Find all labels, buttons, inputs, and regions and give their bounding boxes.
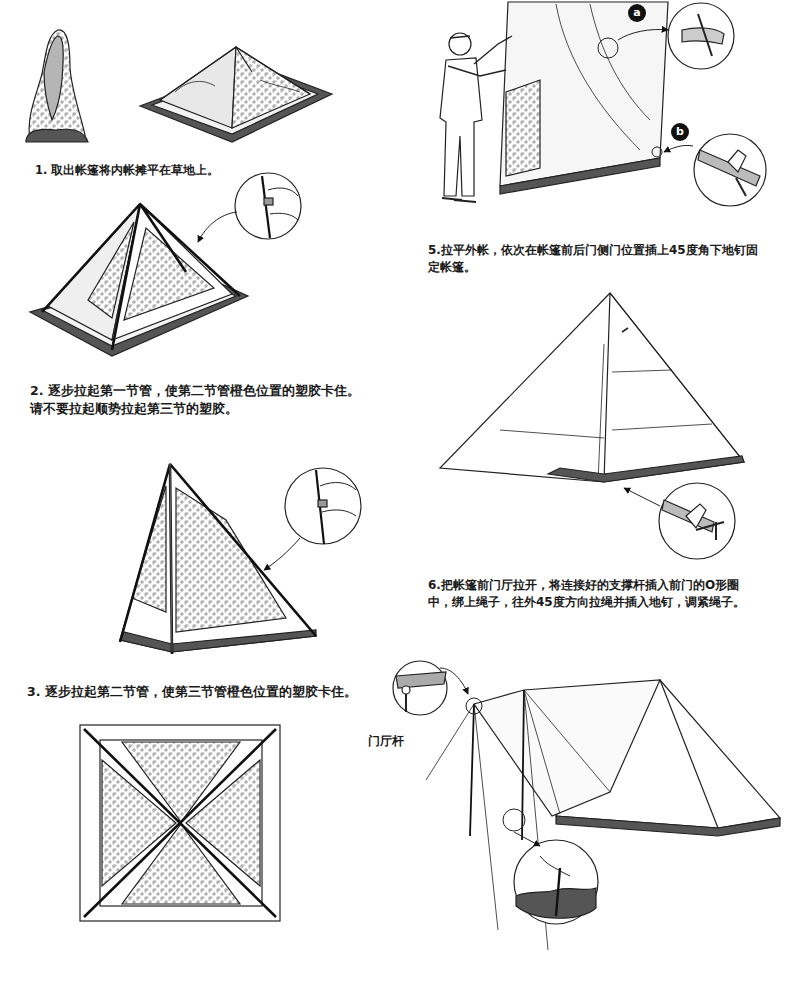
callout-letter: a [628,4,646,22]
step-caption: 6.把帐篷前门厅拉开，将连接好的支撑杆插入前门的O形圈中，绑上绳子，往外45度方… [428,577,758,612]
callout-disc [671,123,689,141]
part-name: 门厅杆 [368,733,428,750]
step1-illustration [26,30,332,142]
pitched-tent-illustration [440,293,744,559]
callout-disc [628,4,646,22]
top-view-illustration [80,725,280,921]
step-caption: 1. 取出帐篷将内帐摊平在草地上。 [35,162,295,179]
callout-letter: b [671,123,689,141]
step3-illustration [120,464,361,654]
step5-illustration [440,2,766,206]
step-caption: 5.拉平外帐，依次在帐篷前后门侧门位置插上45度角下地钉固定帐篷。 [428,242,758,277]
step2-illustration [30,173,301,356]
vestibule-illustration [393,661,780,950]
step-caption: 3. 逐步拉起第二节管，使第三节管橙色位置的塑胶卡住。 [27,683,397,701]
step-caption: 2. 逐步拉起第一节管，使第二节管橙色位置的塑胶卡住。 请不要拉起顺势拉起第三节… [30,382,362,418]
